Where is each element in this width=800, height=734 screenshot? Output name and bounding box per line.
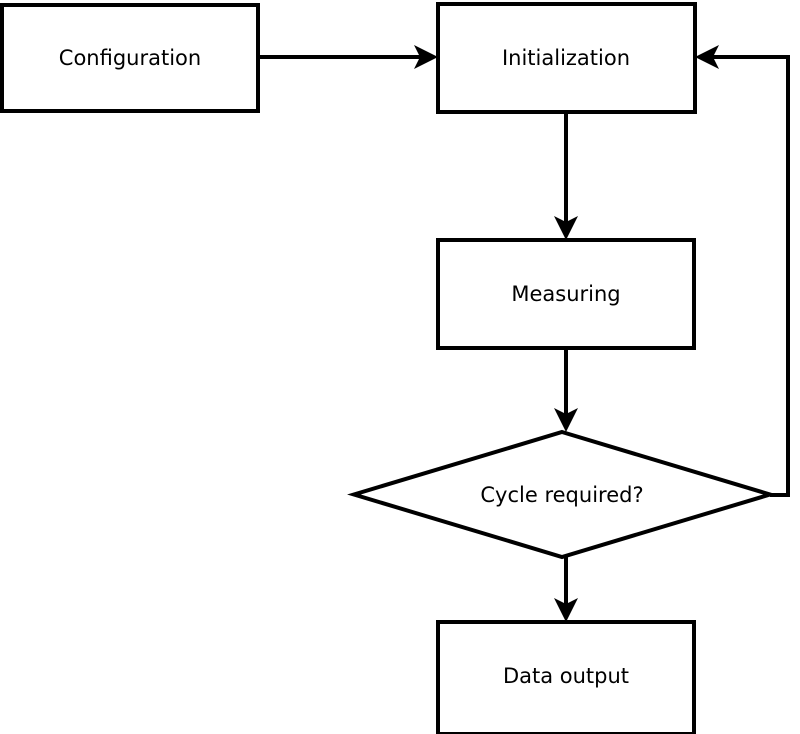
node-label-configuration: Configuration — [59, 46, 201, 70]
node-layer: Configuration Initialization Measuring C… — [0, 2, 777, 734]
edge-initialization-to-measuring — [554, 112, 578, 240]
node-cycle-required[interactable]: Cycle required? — [347, 429, 777, 560]
edge-line-cycle-required-to-initialization — [701, 55, 790, 497]
node-initialization[interactable]: Initialization — [436, 2, 697, 114]
node-shape-data-output[interactable] — [436, 620, 696, 734]
edge-cycle-required-to-initialization — [695, 45, 790, 497]
arrowhead-cycle-required-to-data-output — [554, 598, 578, 622]
edge-layer — [258, 45, 790, 622]
node-label-data-output: Data output — [503, 664, 629, 688]
node-shape-cycle-required[interactable] — [347, 429, 777, 560]
node-label-cycle-required: Cycle required? — [480, 483, 643, 507]
node-configuration[interactable]: Configuration — [0, 3, 260, 113]
node-data-output[interactable]: Data output — [436, 620, 696, 734]
arrowhead-cycle-required-to-initialization — [695, 45, 719, 69]
node-shape-measuring[interactable] — [436, 238, 696, 350]
edge-configuration-to-initialization — [258, 45, 438, 69]
arrowhead-measuring-to-cycle-required — [554, 408, 578, 432]
arrowhead-configuration-to-initialization — [414, 45, 438, 69]
node-label-measuring: Measuring — [511, 282, 620, 306]
arrowhead-initialization-to-measuring — [554, 216, 578, 240]
node-label-initialization: Initialization — [502, 46, 630, 70]
node-measuring[interactable]: Measuring — [436, 238, 696, 350]
node-shape-configuration[interactable] — [0, 3, 260, 113]
node-shape-initialization[interactable] — [436, 2, 697, 114]
edge-measuring-to-cycle-required — [554, 348, 578, 432]
edge-cycle-required-to-data-output — [554, 557, 578, 622]
